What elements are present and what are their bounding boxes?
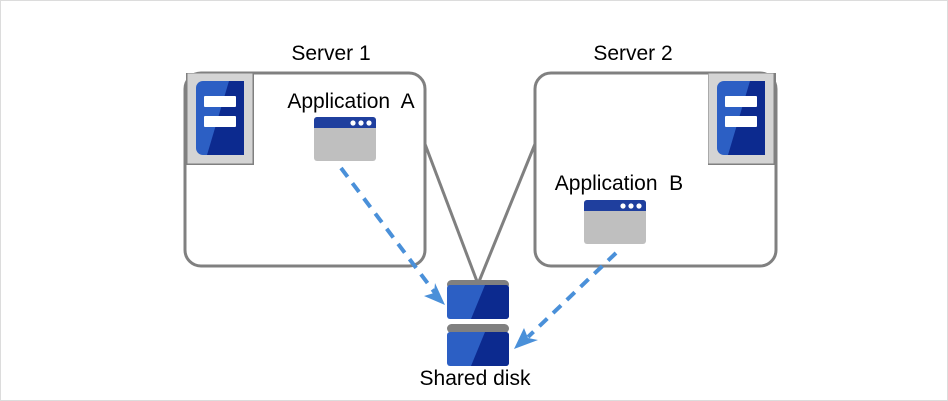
connector-server2-to-disk (476, 143, 537, 285)
shared-disk-label: Shared disk (419, 367, 531, 390)
connector-server1-to-disk (423, 143, 480, 285)
dataflow-arrow-b-to-disk (514, 251, 618, 349)
server1-title: Server 1 (291, 42, 371, 65)
application-b-label: Application B (554, 172, 684, 195)
application-window-icon (314, 117, 376, 161)
dataflow-arrow-app-a-to-disk (339, 166, 445, 305)
server-icon (708, 73, 776, 165)
application-window-icon (584, 200, 646, 244)
server-icon (186, 73, 254, 165)
server2-title: Server 2 (593, 42, 673, 65)
disk-stack-icon (447, 280, 509, 366)
application-a-label: Application A (287, 90, 415, 113)
